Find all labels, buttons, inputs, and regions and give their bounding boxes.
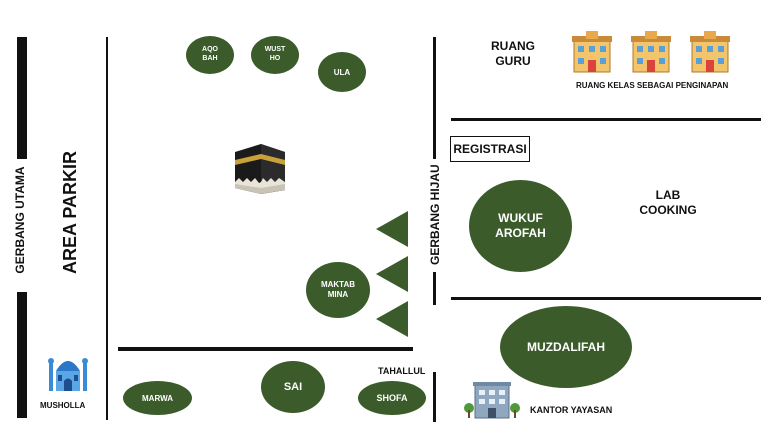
area-parkir-label: AREA PARKIR xyxy=(60,150,80,274)
kantor-yayasan-label: KANTOR YAYASAN xyxy=(530,405,613,415)
mosque-icon xyxy=(46,349,90,393)
triangle-marker-2 xyxy=(376,256,408,292)
triangle-marker-3 xyxy=(376,301,408,337)
ruang-guru-label: RUANG GURU xyxy=(491,39,535,68)
station-shofa: SHOFA xyxy=(358,381,426,415)
right-wall-bottom xyxy=(451,297,761,300)
station-ula: ULA xyxy=(318,52,366,92)
triangle-marker-1 xyxy=(376,211,408,247)
right-wall-top xyxy=(451,118,761,121)
station-maktab-mina: MAKTAB MINA xyxy=(306,262,370,318)
ruang-kelas-label: RUANG KELAS SEBAGAI PENGINAPAN xyxy=(576,81,729,90)
lab-cooking-label: LAB COOKING xyxy=(639,188,697,217)
gerbang-hijau-label: GERBANG HIJAU xyxy=(428,164,442,265)
station-marwa: MARWA xyxy=(123,381,192,415)
gerbang-hijau-wall-bottom xyxy=(433,272,436,305)
musholla-label: MUSHOLLA xyxy=(40,401,86,410)
registrasi-box: REGISTRASI xyxy=(450,136,530,162)
gerbang-utama-label: GERBANG UTAMA xyxy=(13,166,27,274)
school-building-icon xyxy=(572,30,612,74)
station-sai: SAI xyxy=(261,361,325,413)
station-muzdalifah: MUZDALIFAH xyxy=(500,306,632,388)
station-wukuf-arofah: WUKUF AROFAH xyxy=(469,180,572,272)
station-wustho: WUST HO xyxy=(251,36,299,74)
office-building-icon xyxy=(463,380,521,420)
tahallul-wall xyxy=(433,372,436,422)
school-building-icon xyxy=(690,30,730,74)
tahallul-label: TAHALLUL xyxy=(378,366,426,376)
gerbang-utama-wall-top xyxy=(17,37,27,159)
kaaba-icon xyxy=(231,138,289,196)
station-aqobah: AQO BAH xyxy=(186,36,234,74)
gerbang-hijau-wall-top xyxy=(433,37,436,159)
school-building-icon xyxy=(631,30,671,74)
parking-divider xyxy=(106,37,108,420)
gerbang-utama-wall-bottom xyxy=(17,292,27,418)
inner-bottom-wall xyxy=(118,347,413,351)
